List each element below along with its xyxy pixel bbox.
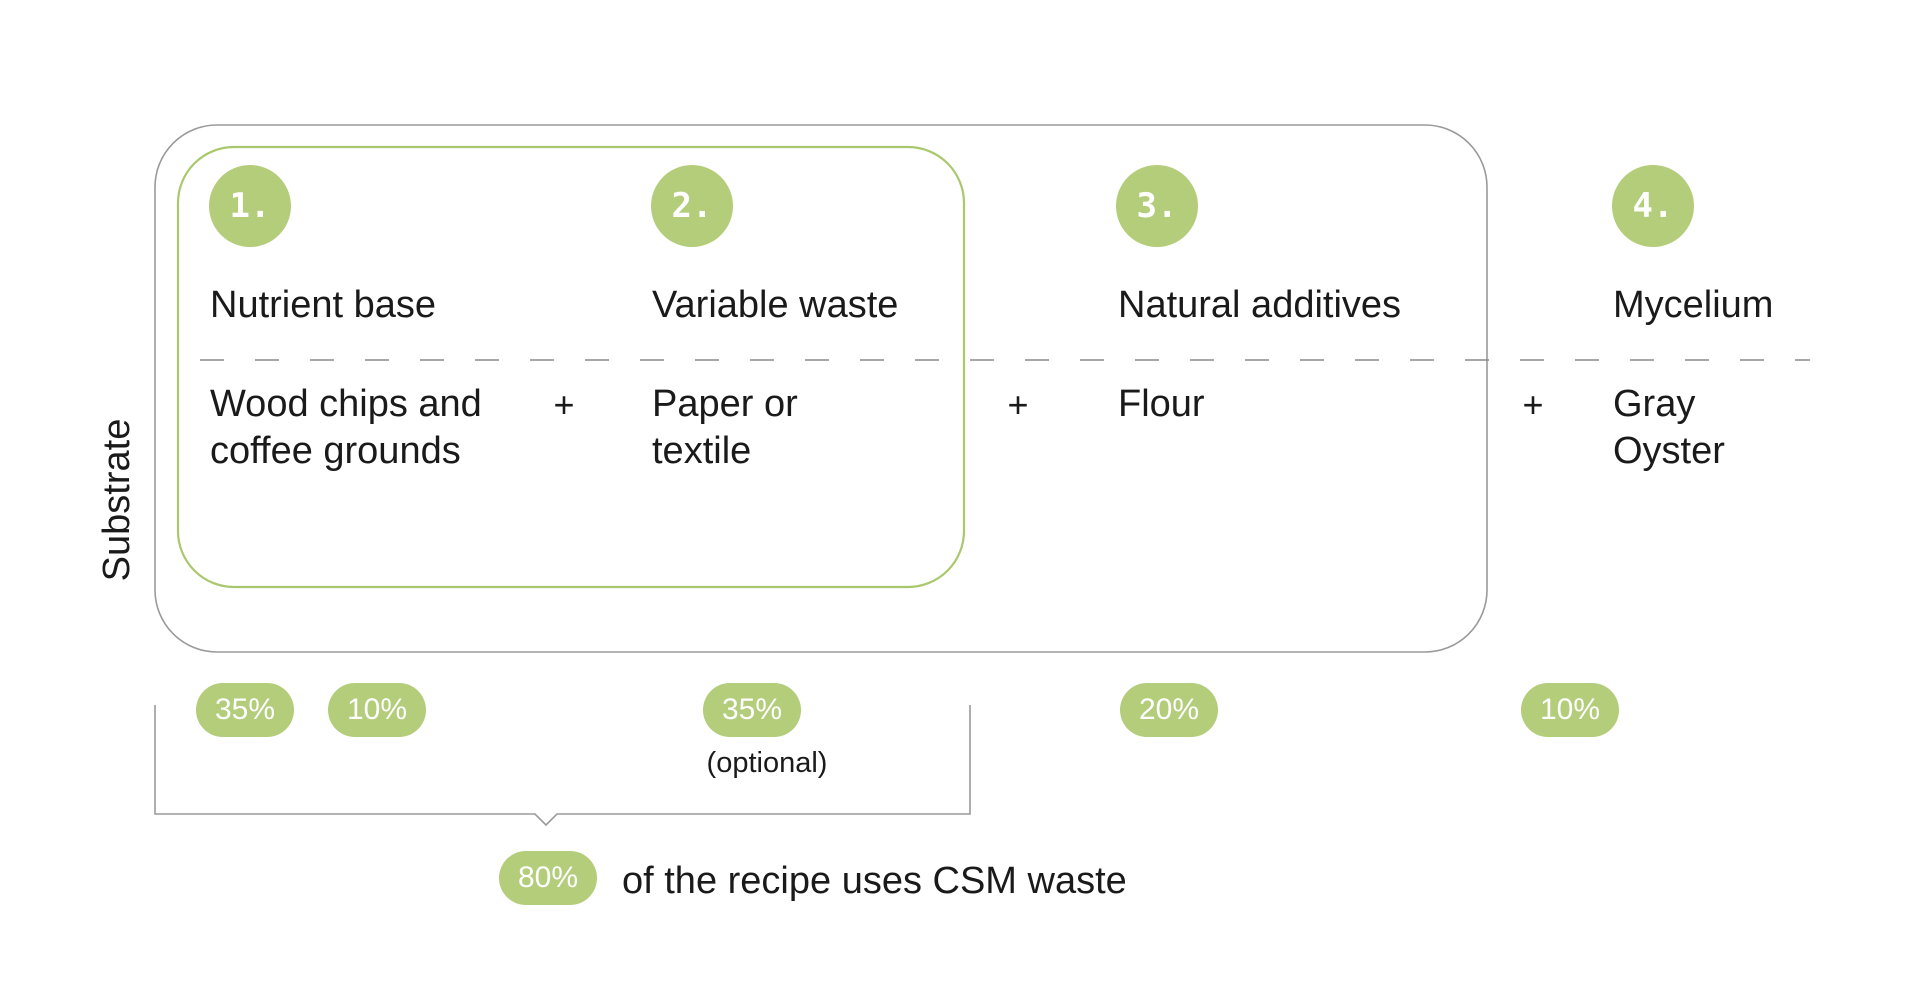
- step-1-item: Wood chips and coffee grounds: [210, 383, 482, 472]
- percent-badge-mycelium: 10%: [1521, 683, 1619, 737]
- step-3-number-badge: 3.: [1116, 165, 1198, 247]
- csm-waste-bracket: [154, 705, 971, 827]
- percent-badge-wood-chips: 35%: [196, 683, 294, 737]
- percent-badge-variable-waste: 35%: [703, 683, 801, 737]
- percent-badge-additives: 20%: [1120, 683, 1218, 737]
- substrate-label: Substrate: [96, 418, 138, 582]
- step-4-item: Gray Oyster: [1613, 383, 1725, 472]
- step-4-heading: Mycelium: [1613, 284, 1774, 326]
- summary-text: of the recipe uses CSM waste: [622, 860, 1127, 902]
- step-3-item: Flour: [1118, 383, 1205, 425]
- summary-percent-badge: 80%: [499, 851, 597, 905]
- percent-badge-coffee-grounds: 10%: [328, 683, 426, 737]
- plus-sign: +: [1522, 384, 1544, 425]
- step-2-number-badge: 2.: [651, 165, 733, 247]
- step-3-heading: Natural additives: [1118, 284, 1402, 326]
- csm-waste-outline: [176, 145, 966, 589]
- plus-sign: +: [1007, 384, 1029, 425]
- substrate-outline: [154, 124, 1488, 653]
- step-1-number-badge: 1.: [209, 165, 291, 247]
- optional-note: (optional): [706, 747, 828, 779]
- plus-sign: +: [553, 384, 575, 425]
- step-2-heading: Variable waste: [652, 284, 899, 326]
- step-4-number-badge: 4.: [1612, 165, 1694, 247]
- step-1-heading: Nutrient base: [210, 284, 437, 326]
- step-2-item: Paper or textile: [652, 383, 798, 472]
